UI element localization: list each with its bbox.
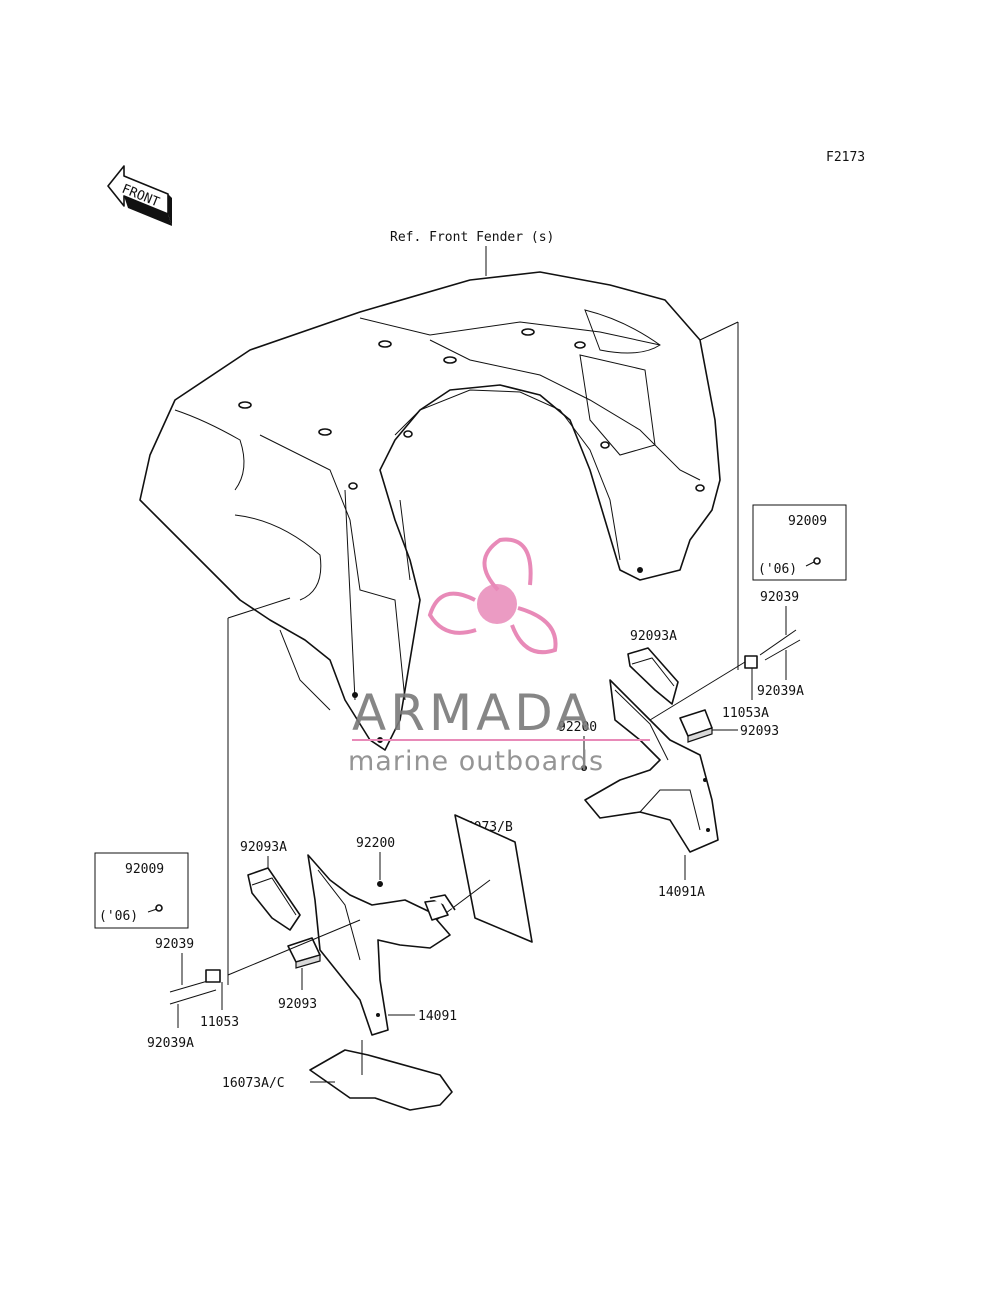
front-fender [139,271,721,751]
clip-11053 [205,969,221,983]
front-arrow-icon: FRONT [107,165,172,226]
floor-cover-16073AC [309,1049,453,1111]
mud-guard-14091 [307,854,456,1036]
propeller-icon [427,537,558,655]
callout-right-92039A: 92039A [757,684,804,699]
callout-left-92039: 92039 [155,937,194,952]
watermark-brand: ARMADA [352,684,594,742]
callout-right-92093A: 92093A [630,629,677,644]
pad-92093-right [679,709,713,743]
callout-right-06-note: ('06) [758,562,797,577]
callout-left-11053: 11053 [200,1015,239,1030]
detail-box-left [94,852,189,929]
callout-right-92009: 92009 [788,514,827,529]
callout-left-16073AC: 16073A/C [222,1076,285,1091]
figure-code: F2173 [826,150,865,165]
pad-92093A-right [627,647,679,705]
callout-right-92039: 92039 [760,590,799,605]
detail-box-right [752,504,847,581]
callout-left-06-note: ('06) [99,909,138,924]
mud-guard-14091A [584,679,719,853]
ref-front-fender-label: Ref. Front Fender (s) [390,230,554,245]
callout-left-92093A: 92093A [240,840,287,855]
callout-left-14091: 14091 [418,1009,457,1024]
callout-left-92009: 92009 [125,862,164,877]
screw-icon [805,557,821,567]
callout-right-11053A: 11053A [722,706,769,721]
watermark-logo: ARMADA marine outboards [348,537,650,777]
screw-icon-left [147,904,163,913]
clip-11053A [649,655,758,721]
pad-92093-left [287,937,321,969]
cover-16073B [454,814,533,943]
callout-left-92039A: 92039A [147,1036,194,1051]
callout-left-92093: 92093 [278,997,317,1012]
callout-right-92093: 92093 [740,724,779,739]
callout-left-92200: 92200 [356,836,395,851]
watermark-subtitle: marine outboards [348,746,604,777]
callout-right-92200: 92200 [558,720,597,735]
pad-92093A-left [247,867,301,931]
callout-right-14091A: 14091A [658,885,705,900]
